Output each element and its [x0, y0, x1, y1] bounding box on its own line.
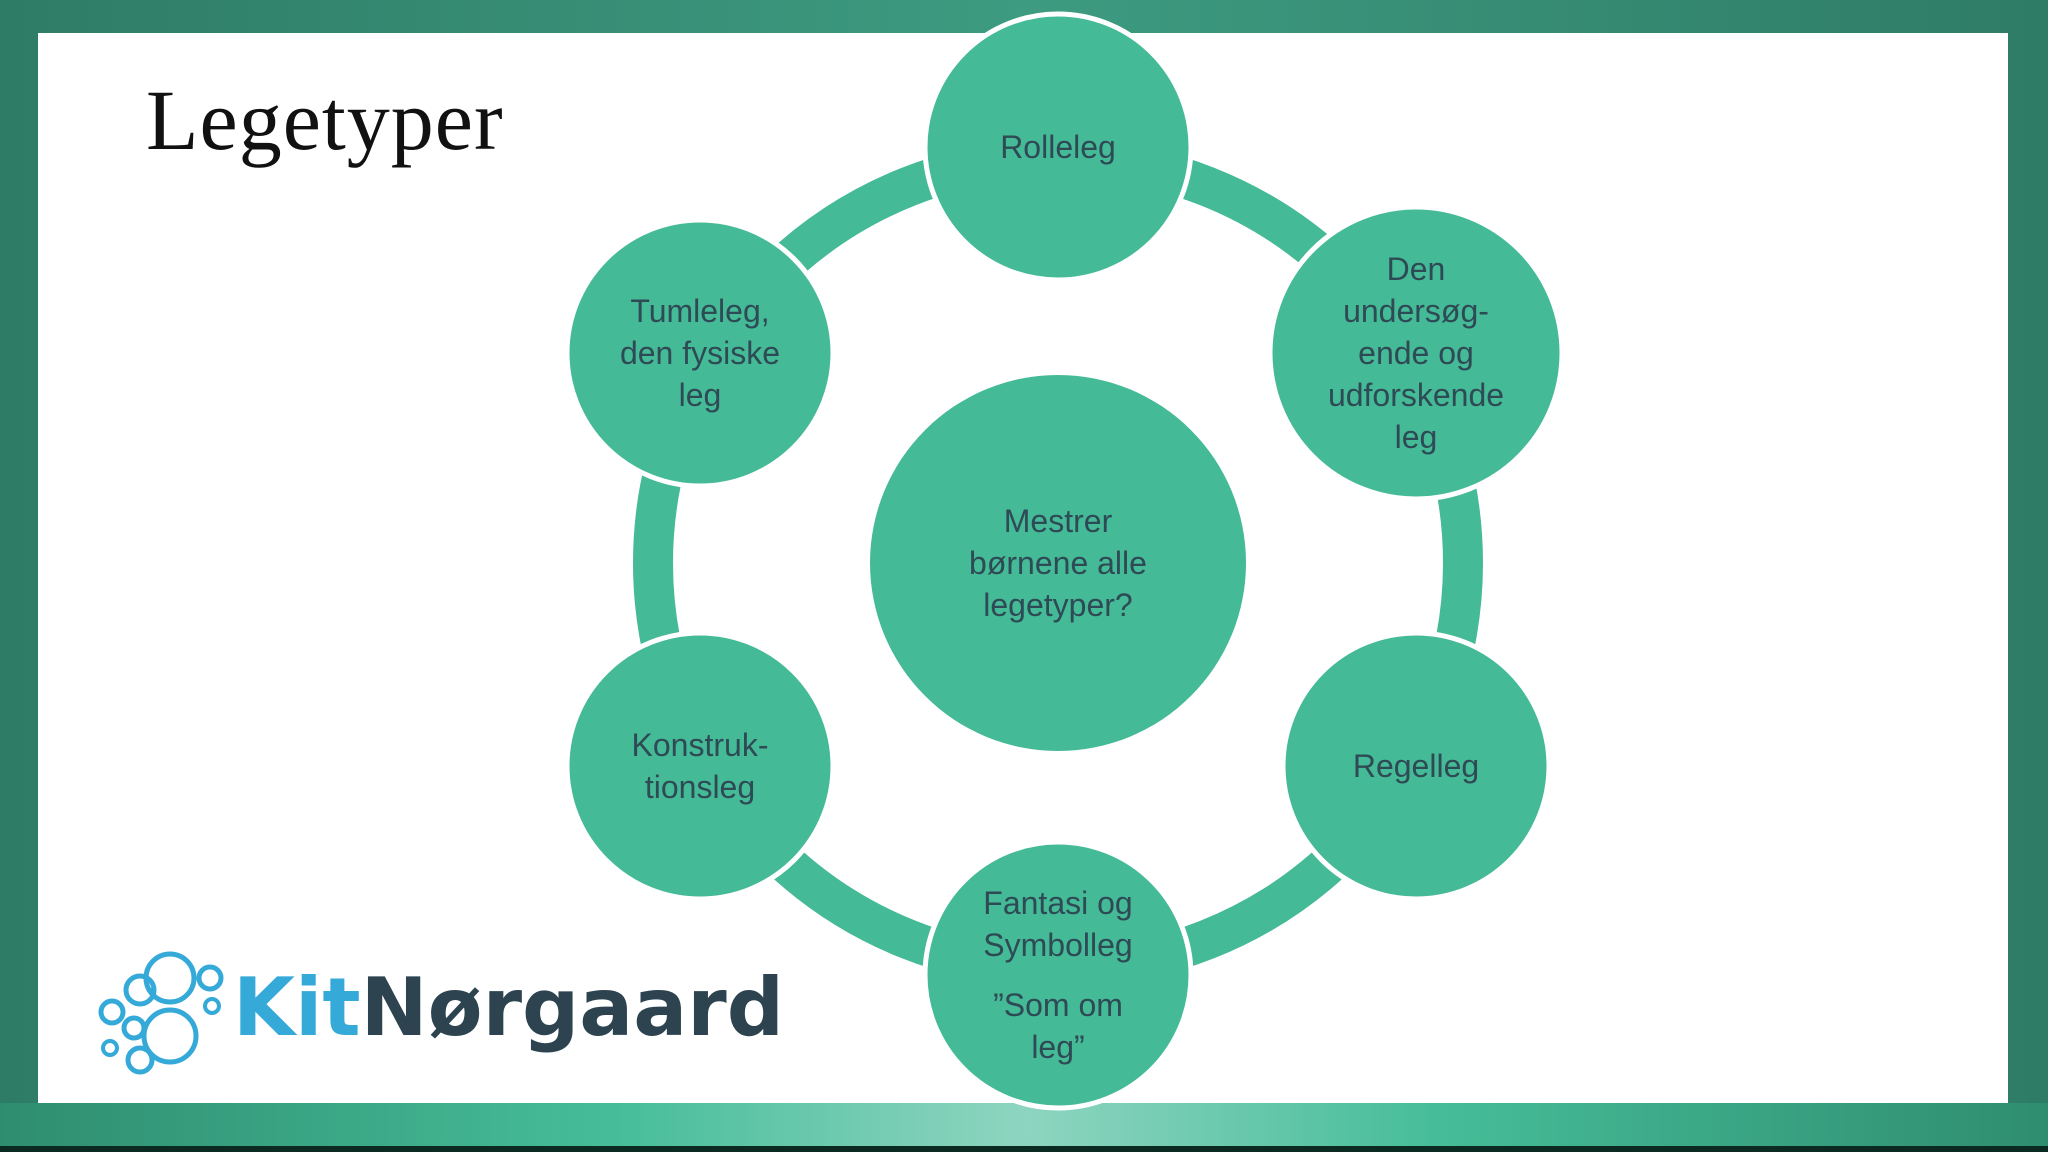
- bottom-edge: [0, 1146, 2048, 1152]
- slide-title: Legetyper: [146, 72, 504, 168]
- node-circle-undersoegende: [1267, 204, 1565, 502]
- kit-norgaard-logo: KitNørgaard: [98, 948, 798, 1088]
- logo-wordmark: KitNørgaard: [233, 948, 784, 1068]
- node-circle-fantasi: [922, 839, 1194, 1111]
- node-circle-rolleleg: [922, 11, 1194, 283]
- node-label-fantasi: Fantasi og Symbolleg ”Som om leg”: [928, 865, 1188, 1085]
- node-circle-tumleleg: [564, 217, 836, 489]
- node-sublabel-fantasi: ”Som om leg”: [993, 987, 1123, 1065]
- center-label: Mestrer børnene alle legetyper?: [969, 503, 1147, 623]
- node-label-rolleleg: Rolleleg: [1000, 129, 1116, 165]
- node-label-regelleg: Regelleg: [1352, 748, 1480, 784]
- node-circle-konstruktion: [564, 630, 836, 902]
- logo-bubbles-icon: [98, 951, 224, 1075]
- logo-brand-first: Kit: [233, 961, 361, 1054]
- center-circle: [870, 375, 1246, 751]
- bottom-gradient-band: [0, 1103, 2048, 1152]
- node-label-tumleleg: Tumleleg, den fysiske leg: [619, 293, 781, 413]
- node-label-undersoegende: Den undersøg- ende og udforskende leg: [1327, 251, 1505, 455]
- logo-brand-last: Nørgaard: [360, 961, 784, 1054]
- node-circle-regelleg: [1280, 630, 1552, 902]
- node-label-konstruktion: Konstruk- tionsleg: [631, 727, 769, 805]
